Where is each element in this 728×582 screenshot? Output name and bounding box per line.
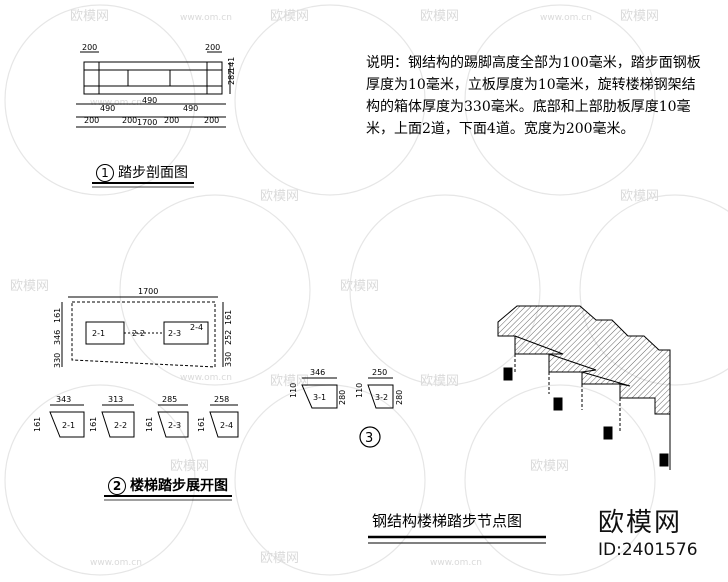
svg-text:280: 280 xyxy=(395,390,404,405)
svg-text:346: 346 xyxy=(310,368,325,377)
svg-text:161: 161 xyxy=(145,417,154,432)
node-parts xyxy=(301,377,394,409)
svg-text:www.om.cn: www.om.cn xyxy=(90,558,142,568)
svg-text:www.om.cn: www.om.cn xyxy=(90,98,142,108)
svg-text:3-2: 3-2 xyxy=(375,393,388,402)
svg-text:161: 161 xyxy=(197,417,206,432)
svg-text:110: 110 xyxy=(289,383,298,398)
node-title-underline xyxy=(368,535,546,544)
svg-text:欧模网: 欧模网 xyxy=(170,459,209,474)
svg-text:285: 285 xyxy=(162,395,177,404)
tread-section xyxy=(76,51,231,128)
svg-text:161: 161 xyxy=(89,417,98,432)
svg-text:2-1: 2-1 xyxy=(62,421,75,430)
svg-text:141: 141 xyxy=(227,57,236,72)
svg-text:2-1: 2-1 xyxy=(92,329,105,338)
svg-text:280: 280 xyxy=(338,390,347,405)
svg-text:330: 330 xyxy=(53,353,62,368)
svg-text:欧模网: 欧模网 xyxy=(10,279,49,294)
svg-text:欧模网: 欧模网 xyxy=(420,374,459,389)
svg-text:110: 110 xyxy=(355,383,364,398)
svg-text:161: 161 xyxy=(33,417,42,432)
unfold-part-labels: 343 313 285 258 161 161 161 161 2-1 2-2 … xyxy=(33,395,233,432)
svg-text:欧模网: 欧模网 xyxy=(620,9,659,24)
svg-text:欧模网: 欧模网 xyxy=(70,9,109,24)
svg-text:161: 161 xyxy=(53,308,62,323)
svg-text:欧模网: 欧模网 xyxy=(620,189,659,204)
unfold-plate xyxy=(61,296,224,368)
svg-text:3: 3 xyxy=(365,431,373,446)
node-marker: 3 xyxy=(359,426,381,448)
svg-text:2-4: 2-4 xyxy=(190,323,203,332)
tread-section-dims: 200 200 282 141 490 490 490 200 200 200 … xyxy=(82,43,236,127)
svg-text:200: 200 xyxy=(205,43,220,52)
stair-3d-view xyxy=(497,305,671,470)
svg-text:www.om.cn: www.om.cn xyxy=(430,558,482,568)
brand-logo-text: 欧模网 xyxy=(598,508,683,538)
watermark-logos: 欧模网 欧模网 欧模网 欧模网 欧模网 欧模网 欧模网 欧模网 欧模网 欧模网 … xyxy=(10,9,659,568)
svg-text:200: 200 xyxy=(164,116,179,125)
svg-text:282: 282 xyxy=(227,70,236,85)
svg-text:250: 250 xyxy=(372,368,387,377)
brand-id: ID:2401576 xyxy=(598,540,698,560)
svg-text:欧模网: 欧模网 xyxy=(260,551,299,566)
svg-text:2-4: 2-4 xyxy=(220,421,233,430)
svg-text:490: 490 xyxy=(183,104,198,113)
node-part-labels: 346 250 110 110 280 280 3-1 3-2 xyxy=(289,368,404,405)
svg-text:2-2: 2-2 xyxy=(114,421,127,430)
caption-underlines xyxy=(92,182,232,501)
svg-text:200: 200 xyxy=(204,116,219,125)
svg-text:200: 200 xyxy=(84,116,99,125)
svg-text:欧模网: 欧模网 xyxy=(420,9,459,24)
svg-text:252: 252 xyxy=(224,330,233,345)
svg-text:490: 490 xyxy=(100,104,115,113)
svg-text:www.om.cn: www.om.cn xyxy=(180,373,232,383)
svg-text:1700: 1700 xyxy=(138,287,158,296)
svg-text:欧模网: 欧模网 xyxy=(270,9,309,24)
unfold-number: 2 xyxy=(108,477,126,495)
svg-text:2-2: 2-2 xyxy=(132,329,145,338)
svg-text:258: 258 xyxy=(214,395,229,404)
svg-text:200: 200 xyxy=(122,116,137,125)
svg-text:200: 200 xyxy=(82,43,97,52)
node-title: 钢结构楼梯踏步节点图 xyxy=(372,512,523,530)
svg-text:490: 490 xyxy=(142,96,157,105)
svg-text:1700: 1700 xyxy=(137,118,157,127)
section-caption-text: 踏步剖面图 xyxy=(118,165,188,181)
svg-text:330: 330 xyxy=(224,352,233,367)
section-number: 1 xyxy=(96,164,114,182)
svg-text:欧模网: 欧模网 xyxy=(260,189,299,204)
svg-text:www.om.cn: www.om.cn xyxy=(540,13,592,23)
svg-text:www.om.cn: www.om.cn xyxy=(180,13,232,23)
design-note: 说明：钢结构的踢脚高度全部为100毫米，踏步面钢板厚度为10毫米，立板厚度为10… xyxy=(366,55,701,137)
svg-text:2-3: 2-3 xyxy=(168,421,181,430)
svg-text:346: 346 xyxy=(53,330,62,345)
svg-text:欧模网: 欧模网 xyxy=(340,279,379,294)
svg-text:313: 313 xyxy=(108,395,123,404)
svg-text:欧模网: 欧模网 xyxy=(530,459,569,474)
unfold-caption-text: 楼梯踏步展开图 xyxy=(130,478,228,494)
svg-text:欧模网: 欧模网 xyxy=(270,374,309,389)
svg-text:2-3: 2-3 xyxy=(168,329,181,338)
svg-text:3-1: 3-1 xyxy=(313,393,326,402)
svg-text:343: 343 xyxy=(56,395,71,404)
unfold-parts xyxy=(49,404,239,438)
unfold-dims: 1700 161 346 330 161 252 330 2-1 2-2 2-3… xyxy=(53,287,233,368)
svg-text:161: 161 xyxy=(224,310,233,325)
